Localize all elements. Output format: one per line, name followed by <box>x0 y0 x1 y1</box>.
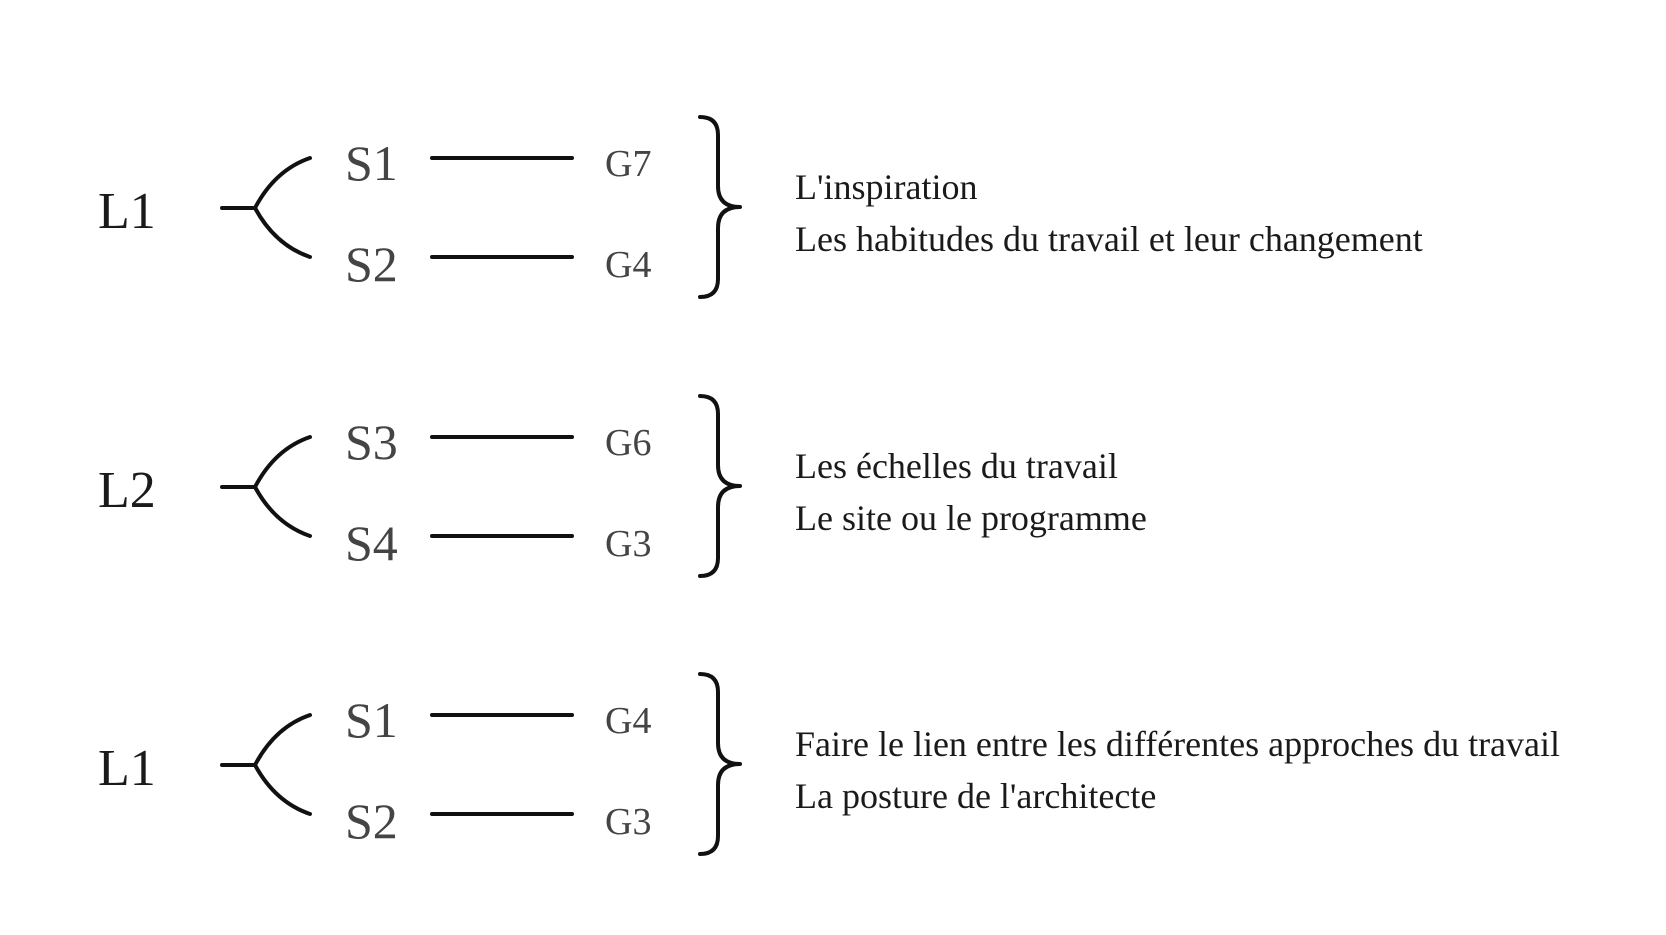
theme-text: Le site ou le programme <box>795 498 1147 538</box>
subject-label: S1 <box>345 135 398 191</box>
subject-label: S4 <box>345 515 398 571</box>
right-brace <box>698 115 742 299</box>
group-3: L1 S1 S2 G4 G3 Faire le lien entre les d… <box>98 672 1560 856</box>
theme-text: Les habitudes du travail et leur changem… <box>795 219 1423 259</box>
level-label: L1 <box>98 740 156 797</box>
group-label: G4 <box>605 700 651 742</box>
theme-text: L'inspiration <box>795 167 977 207</box>
group-label: G4 <box>605 244 651 286</box>
group-1: L1 S1 S2 G7 G4 L'inspiration Les habitud… <box>98 115 1423 299</box>
fork-connector <box>220 156 312 259</box>
level-label: L1 <box>98 183 156 240</box>
group-2: L2 S3 S4 G6 G3 Les échelles du travail L… <box>98 394 1147 578</box>
group-label: G3 <box>605 523 651 565</box>
group-label: G7 <box>605 143 651 185</box>
group-label: G6 <box>605 422 651 464</box>
subject-label: S1 <box>345 692 398 748</box>
fork-connector <box>220 435 312 538</box>
right-brace <box>698 394 742 578</box>
level-label: L2 <box>98 462 156 519</box>
theme-text: Faire le lien entre les différentes appr… <box>795 724 1560 764</box>
fork-connector <box>220 713 312 816</box>
theme-text: Les échelles du travail <box>795 446 1118 486</box>
subject-label: S3 <box>345 414 398 470</box>
group-label: G3 <box>605 801 651 843</box>
subject-label: S2 <box>345 793 398 849</box>
right-brace <box>698 672 742 856</box>
theme-text: La posture de l'architecte <box>795 776 1156 816</box>
subject-label: S2 <box>345 236 398 292</box>
